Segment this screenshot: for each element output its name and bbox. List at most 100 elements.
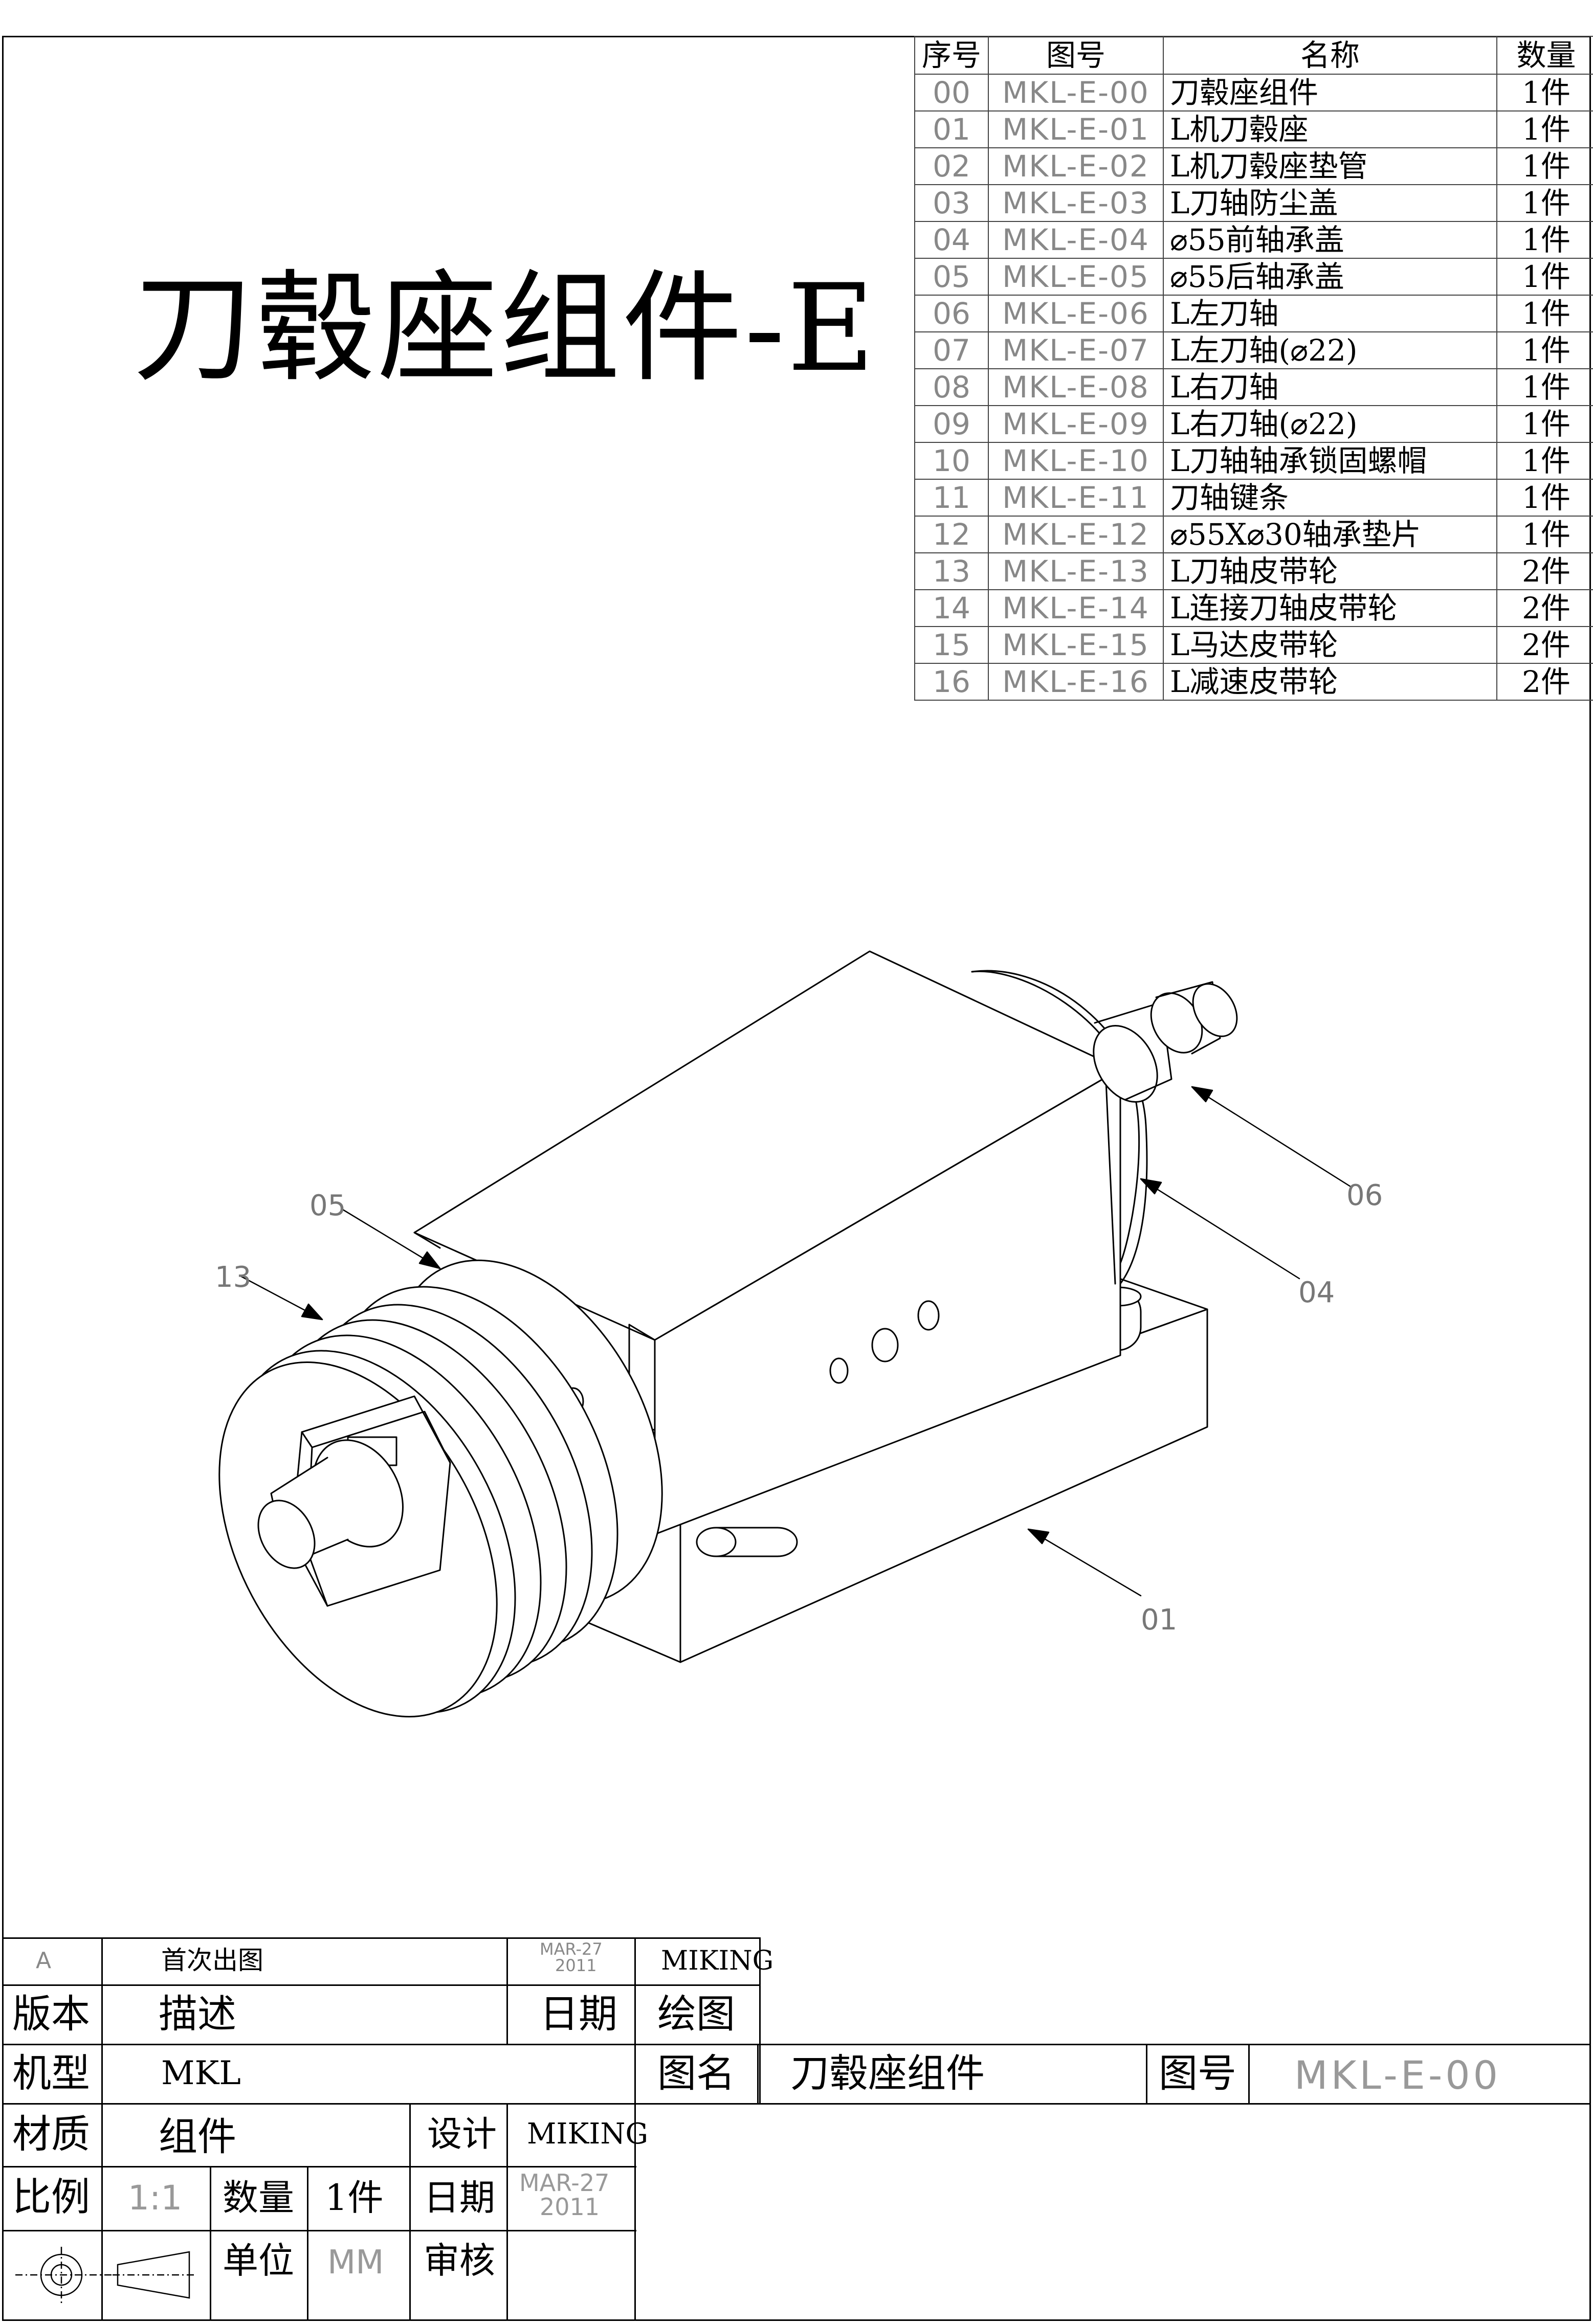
bom-cell-name: L机刀毂座 [1163,110,1497,148]
bom-cell-no: 09 [914,405,989,443]
bom-cell-drawing: MKL-E-13 [988,552,1164,590]
bom-cell-no: 08 [914,368,989,406]
model-value: MKL [161,2054,241,2092]
bom-cell-name: ⌀55前轴承盖 [1163,221,1497,259]
scale-value: 1:1 [128,2178,183,2218]
date2-value-line2: 2011 [540,2193,600,2221]
bom-cell-drawing: MKL-E-01 [988,110,1164,148]
bom-cell-qty: 1件 [1496,442,1593,480]
bom-cell-no: 07 [914,331,989,369]
bom-cell-no: 01 [914,110,989,148]
bom-header-row: 序号 图号 名称 数量 [914,36,1593,75]
bom-cell-name: L右刀轴 [1163,368,1497,406]
bom-cell-qty: 1件 [1496,479,1593,517]
bom-cell-no: 13 [914,552,989,590]
bom-header-qty: 数量 [1496,36,1593,75]
figno-value: MKL-E-00 [1294,2052,1501,2098]
bom-cell-no: 06 [914,295,989,332]
bom-cell-name: L刀轴轴承锁固螺帽 [1163,442,1497,480]
bom-cell-qty: 2件 [1496,663,1593,701]
bom-cell-drawing: MKL-E-02 [988,147,1164,185]
desc-label: 描述 [159,1991,236,2037]
bom-cell-name: L刀轴防尘盖 [1163,184,1497,222]
bom-cell-drawing: MKL-E-12 [988,516,1164,553]
leader-lines [239,1086,1352,1597]
bom-cell-qty: 2件 [1496,626,1593,664]
bom-cell-drawing: MKL-E-05 [988,258,1164,296]
bom-cell-drawing: MKL-E-07 [988,331,1164,369]
bom-cell-name: L右刀轴(⌀22) [1163,405,1497,443]
bom-header-no: 序号 [914,36,989,75]
bom-header-drawing: 图号 [988,36,1164,75]
bom-cell-qty: 2件 [1496,589,1593,627]
bom-cell-drawing: MKL-E-16 [988,663,1164,701]
unit-label: 单位 [223,2240,294,2282]
scale-label: 比例 [12,2174,90,2220]
bom-cell-qty: 2件 [1496,552,1593,590]
material-label: 材质 [12,2111,90,2157]
front-shaft [257,1439,404,1569]
bom-cell-no: 02 [914,147,989,185]
rear-shaft [1093,981,1238,1103]
qty-value: 1件 [325,2177,384,2219]
date-value-line1: MAR-27 [540,1939,603,1959]
bom-cell-qty: 1件 [1496,221,1593,259]
bom-cell-drawing: MKL-E-03 [988,184,1164,222]
rev-label: 版本 [12,1991,90,2037]
bom-cell-drawing: MKL-E-10 [988,442,1164,480]
rev-value: A [36,1948,52,1974]
bom-cell-no: 10 [914,442,989,480]
bom-cell-name: L马达皮带轮 [1163,626,1497,664]
bom-cell-no: 15 [914,626,989,664]
bom-cell-name: L左刀轴 [1163,295,1497,332]
model-label: 机型 [12,2050,90,2096]
bom-cell-name: ⌀55X⌀30轴承垫片 [1163,516,1497,553]
bom-cell-drawing: MKL-E-00 [988,74,1164,111]
bom-header-name: 名称 [1163,36,1497,75]
bom-cell-drawing: MKL-E-04 [988,221,1164,259]
bom-cell-qty: 1件 [1496,405,1593,443]
drawing-title: 刀毂座组件-E [133,259,877,398]
bom-cell-qty: 1件 [1496,147,1593,185]
callout-04: 04 [1298,1276,1335,1309]
review-label: 审核 [424,2240,495,2282]
date-value-line2: 2011 [555,1956,597,1975]
callout-13: 13 [215,1261,252,1294]
figname-label: 图名 [657,2050,735,2096]
bom-cell-no: 14 [914,589,989,627]
bom-cell-drawing: MKL-E-06 [988,295,1164,332]
bom-cell-qty: 1件 [1496,110,1593,148]
bom-cell-name: 刀轴键条 [1163,479,1497,517]
desc-value: 首次出图 [161,1946,263,1975]
date-label: 日期 [540,1991,617,2037]
qty-label: 数量 [223,2177,294,2219]
bom-cell-name: L机刀毂座垫管 [1163,147,1497,185]
bom-cell-name: L连接刀轴皮带轮 [1163,589,1497,627]
bom-cell-qty: 1件 [1496,516,1593,553]
bom-cell-qty: 1件 [1496,258,1593,296]
bom-cell-qty: 1件 [1496,74,1593,111]
bom-cell-drawing: MKL-E-11 [988,479,1164,517]
drawing-frame [2,36,1591,2321]
bom-cell-no: 16 [914,663,989,701]
figno-label: 图号 [1159,2050,1236,2096]
date2-label: 日期 [424,2177,495,2219]
unit-value: MM [327,2244,384,2282]
callout-05: 05 [309,1189,346,1222]
drawn-label: 绘图 [657,1991,735,2037]
bom-cell-no: 05 [914,258,989,296]
